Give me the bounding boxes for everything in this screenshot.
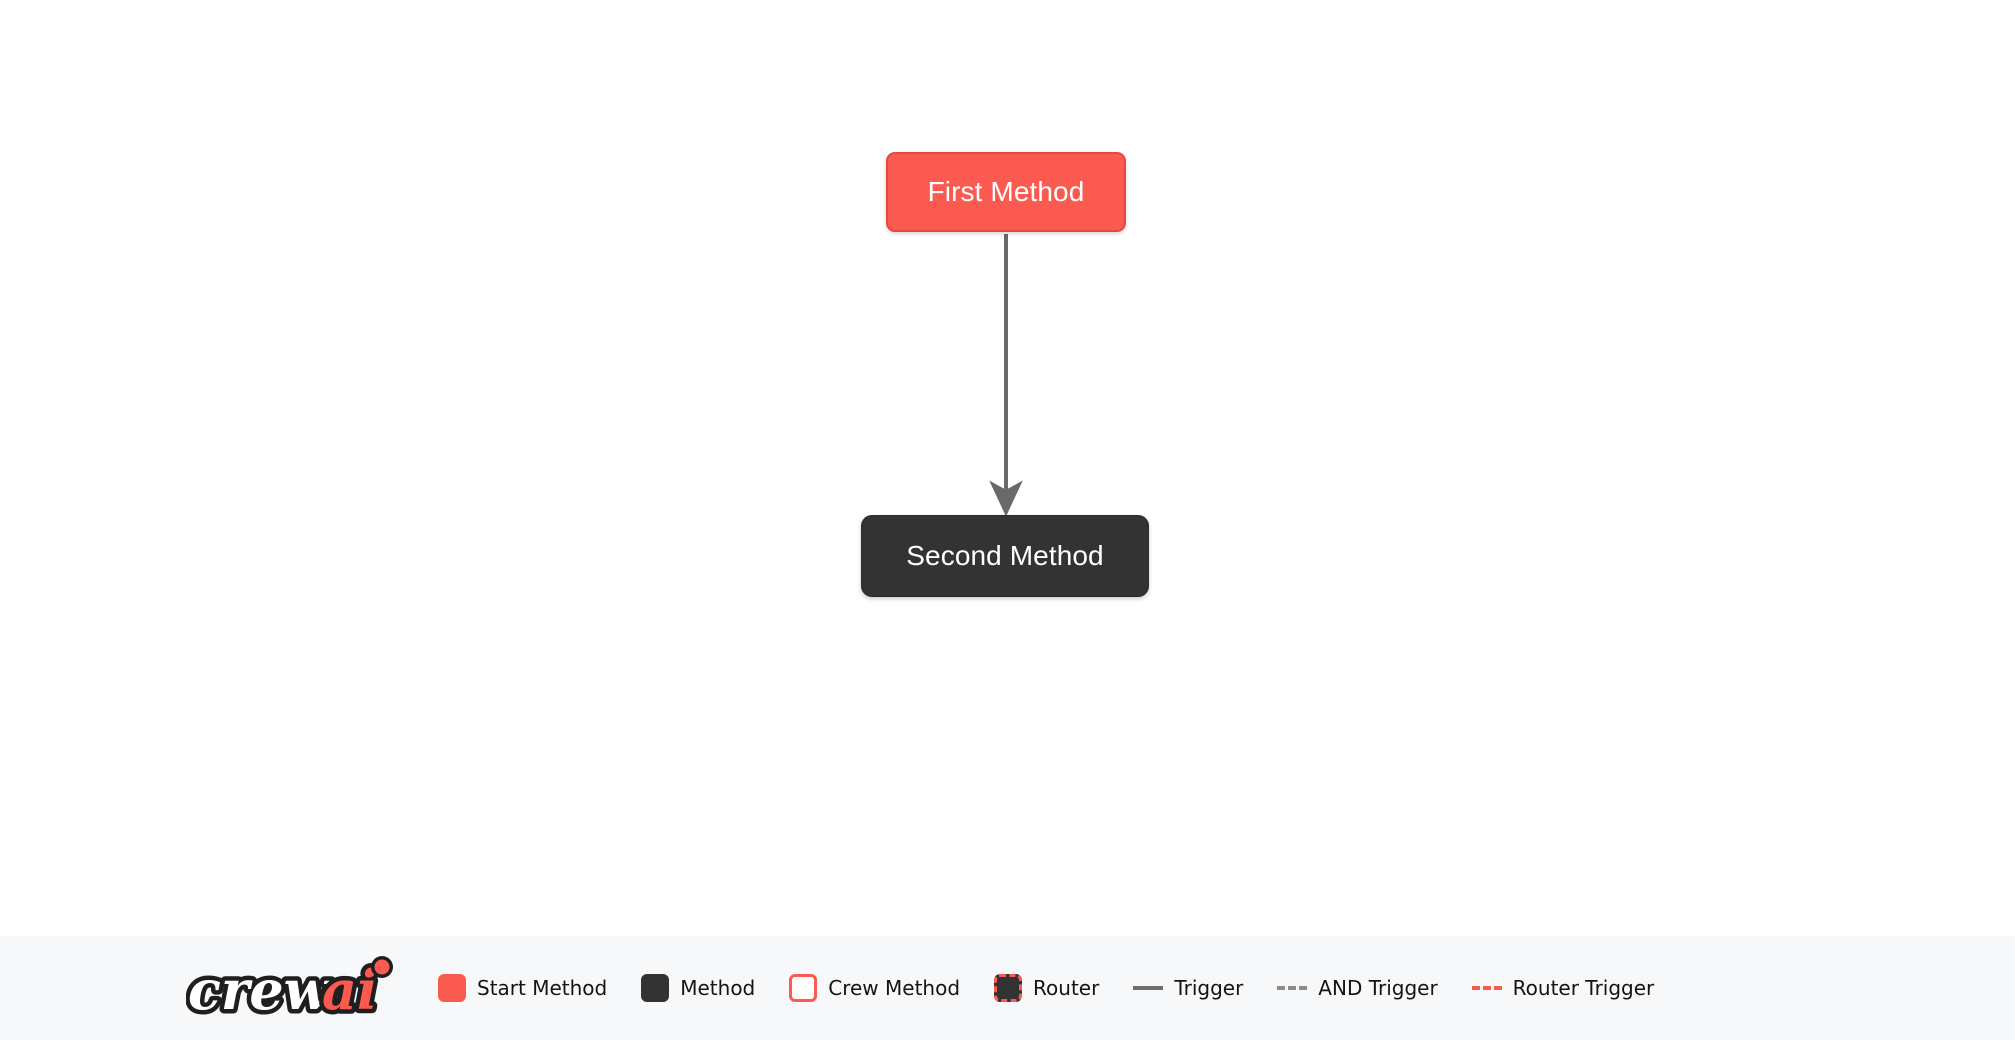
legend-label: Start Method xyxy=(477,976,608,1000)
flow-node-label: First Method xyxy=(927,176,1085,207)
edge-layer xyxy=(989,234,1023,517)
legend-bar: crew crew ai ai Start Method Method Crew… xyxy=(0,936,2015,1040)
legend-item-router-trigger: Router Trigger xyxy=(1471,976,1655,1000)
and-trigger-line-icon xyxy=(1277,986,1308,990)
svg-text:crew: crew xyxy=(188,958,333,1022)
legend-label: AND Trigger xyxy=(1318,976,1438,1000)
method-swatch-icon xyxy=(641,974,670,1002)
trigger-line-icon xyxy=(1133,986,1164,990)
legend-label: Router xyxy=(1033,976,1100,1000)
svg-text:crew: crew xyxy=(188,958,333,1022)
legend-label: Router Trigger xyxy=(1512,976,1655,1000)
router-swatch-icon xyxy=(994,974,1023,1002)
crewai-logo: crew crew ai ai xyxy=(186,954,393,1025)
legend-item-start-method: Start Method xyxy=(438,974,607,1002)
legend-item-crew-method: Crew Method xyxy=(789,974,960,1002)
flow-canvas[interactable]: First Method Second Method xyxy=(0,0,2015,940)
flow-node-second-method[interactable]: Second Method xyxy=(861,515,1149,597)
svg-text:ai: ai xyxy=(322,958,378,1022)
legend-item-router: Router xyxy=(994,974,1099,1002)
flow-node-label: Second Method xyxy=(906,540,1104,571)
crew-method-swatch-icon xyxy=(789,974,818,1002)
router-trigger-line-icon xyxy=(1471,986,1502,990)
legend-item-and-trigger: AND Trigger xyxy=(1277,976,1438,1000)
legend-label: Trigger xyxy=(1174,976,1244,1000)
legend-label: Crew Method xyxy=(828,976,961,1000)
legend-item-method: Method xyxy=(641,974,755,1002)
legend-item-trigger: Trigger xyxy=(1133,978,1243,998)
flow-node-first-method[interactable]: First Method xyxy=(886,152,1126,232)
legend-label: Method xyxy=(680,976,756,1000)
start-method-swatch-icon xyxy=(438,974,466,1002)
